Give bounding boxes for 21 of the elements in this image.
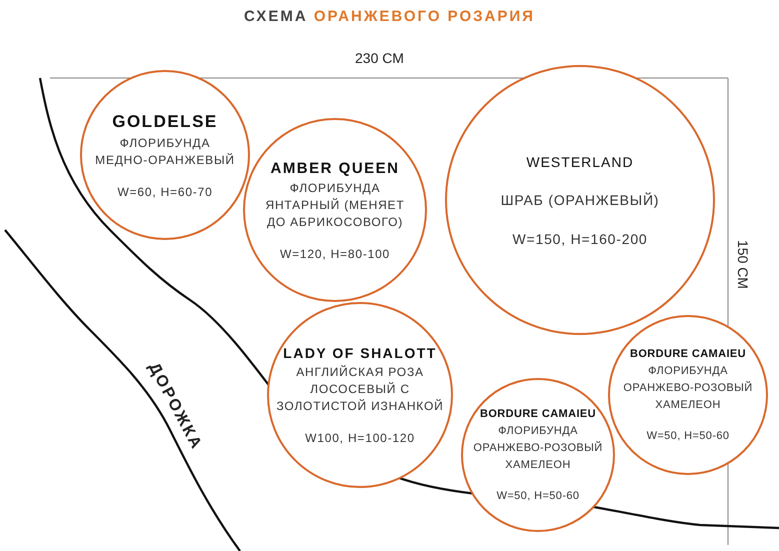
size-text: W=60, H=60-70 [117, 184, 213, 198]
size-text: W=50, H=50-60 [646, 430, 730, 442]
size-text: W=120, H=80-100 [280, 246, 390, 260]
variety-name: WESTERLAND [526, 154, 634, 170]
variety-name: BORDURE CAMAIEU [630, 348, 746, 360]
variety-name: BORDURE CAMAIEU [480, 408, 596, 420]
size-text: W100, H=100-120 [305, 431, 415, 445]
variety-name: GOLDELSE [112, 112, 218, 132]
variety-name: AMBER QUEEN [270, 160, 400, 176]
size-text: W=50, H=50-60 [496, 490, 580, 502]
description-text: ШРАБ (ОРАНЖЕВЫЙ) [500, 192, 660, 208]
dimension-label: 230 СМ [355, 50, 404, 66]
variety-name: LADY OF SHALOTT [283, 345, 437, 361]
dimension-label: 150 СМ [735, 240, 751, 289]
description-text: ФЛОРИБУНДА ОРАНЖЕВО-РОЗОВЫЙ ХАМЕЛЕОН [622, 364, 754, 413]
description-text: ФЛОРИБУНДА МЕДНО-ОРАНЖЕВЫЙ [95, 134, 235, 168]
description-text: АНГЛИЙСКАЯ РОЗА ЛОСОСЕВЫЙ С ЗОЛОТИСТОЙ ИЗНАНКОЙ [275, 364, 445, 415]
description-text: ФЛОРИБУНДА ЯНТАРНЫЙ (МЕНЯЕТ ДО АБРИКОСОВОГО) [264, 180, 406, 230]
description-text: ФЛОРИБУНДА ОРАНЖЕВО-РОЗОВЫЙ ХАМЕЛЕОН [472, 424, 604, 473]
diagram-title: СХЕМА ОРАНЖЕВОГО РОЗАРИЯ [243, 8, 536, 25]
size-text: W=150, H=160-200 [512, 230, 648, 246]
